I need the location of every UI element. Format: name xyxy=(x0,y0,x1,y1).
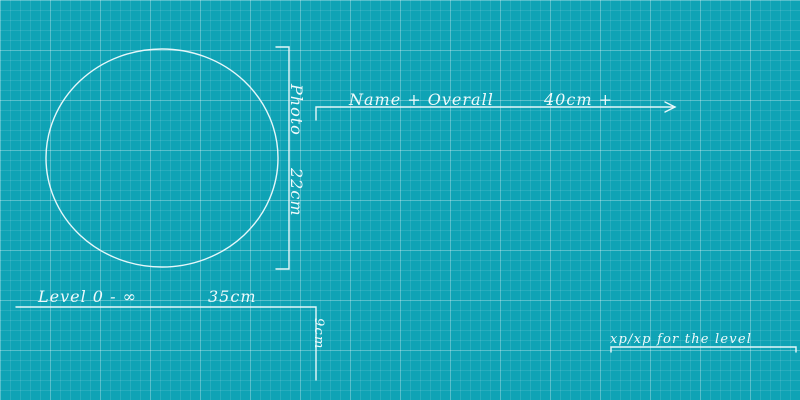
photo-label: Photo xyxy=(287,83,306,136)
name-dimension-line xyxy=(315,106,676,121)
photo-placeholder-circle xyxy=(45,48,279,268)
photo-size-label: 22cm xyxy=(287,167,306,217)
photo-dimension-bracket xyxy=(275,46,290,270)
arrow-right-icon xyxy=(664,101,677,113)
level-label: Level 0 - ∞ xyxy=(37,287,137,306)
name-size-label: 40cm + xyxy=(543,90,613,109)
xp-label: xp/xp for the level xyxy=(610,332,752,347)
level-height-label: 9cm xyxy=(311,318,326,349)
xp-bracket xyxy=(610,346,797,353)
name-overall-label: Name + Overall xyxy=(348,90,494,109)
level-dimension-line xyxy=(15,306,317,381)
level-size-label: 35cm xyxy=(208,287,257,306)
